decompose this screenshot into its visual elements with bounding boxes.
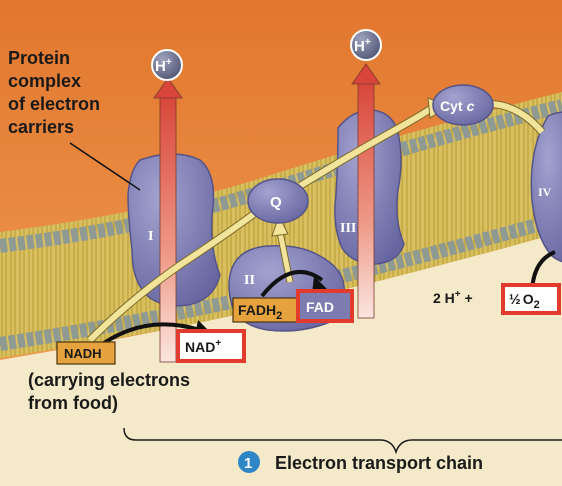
title-line-2: complex xyxy=(8,71,81,91)
leader-line xyxy=(69,142,141,191)
nad-charge: + xyxy=(215,338,221,349)
svg-text:FADH2: FADH2 xyxy=(238,302,282,322)
step-label: 1 Electron transport chain xyxy=(238,451,483,473)
step-title: Electron transport chain xyxy=(275,453,483,473)
caption-line-2: from food) xyxy=(28,393,118,413)
proton-ball-1: H+ xyxy=(151,49,183,81)
protein-complex-label: Protein complex of electron carriers xyxy=(8,48,141,191)
cyt-subscript: c xyxy=(467,98,475,114)
nad-box: NAD+ xyxy=(176,329,246,363)
fadh-subscript: 2 xyxy=(276,310,282,322)
fadh-label: FADH xyxy=(238,302,276,318)
nad-label: NAD xyxy=(185,339,215,355)
oxygen-fraction: ½ xyxy=(509,291,521,307)
matrix-region xyxy=(0,232,562,486)
proton-charge: + xyxy=(365,37,371,48)
proton-charge: + xyxy=(166,57,172,68)
oxygen-charge: + xyxy=(455,289,461,300)
title-line-1: Protein xyxy=(8,48,70,68)
complex-iv: IV xyxy=(530,111,562,263)
complex-iv-label: IV xyxy=(538,185,552,199)
svg-text:H+: H+ xyxy=(155,57,172,75)
complex-iii-label: III xyxy=(340,221,356,236)
nadh-label: NADH xyxy=(64,346,102,361)
nadh-box: NADH xyxy=(56,341,116,365)
oxygen-plus: + xyxy=(461,290,473,306)
proton-ball-2: H+ xyxy=(350,29,382,61)
proton-arrow-complex-i xyxy=(153,77,183,363)
proton-base: H xyxy=(155,58,166,75)
cyt-label: Cyt xyxy=(440,98,463,114)
fadh2-box: FADH2 xyxy=(232,297,298,323)
svg-text:½O2: ½O2 xyxy=(509,291,540,311)
fad-box: FAD xyxy=(296,289,354,323)
oxygen-prefix: 2 H xyxy=(433,290,455,306)
svg-text:2 H+ +: 2 H+ + xyxy=(433,289,473,306)
svg-text:NAD+: NAD+ xyxy=(185,338,221,355)
step-number-badge xyxy=(238,451,260,473)
step-number: 1 xyxy=(244,455,252,472)
nadh-caption: (carrying electrons from food) xyxy=(28,370,190,413)
fad-label: FAD xyxy=(306,299,334,315)
title-line-3: of electron xyxy=(8,94,100,114)
caption-line-1: (carrying electrons xyxy=(28,370,190,390)
ubiquinone-q: Q xyxy=(247,178,309,224)
svg-text:H+: H+ xyxy=(354,37,371,55)
q-label: Q xyxy=(270,194,282,211)
etc-bracket xyxy=(123,427,562,455)
proton-base: H xyxy=(354,38,365,55)
complex-i-label: I xyxy=(148,229,153,244)
title-line-4: carriers xyxy=(8,117,74,137)
complex-ii-label: II xyxy=(244,273,255,288)
oxygen-o: O xyxy=(523,291,534,307)
oxygen-subscript: 2 xyxy=(534,299,540,311)
